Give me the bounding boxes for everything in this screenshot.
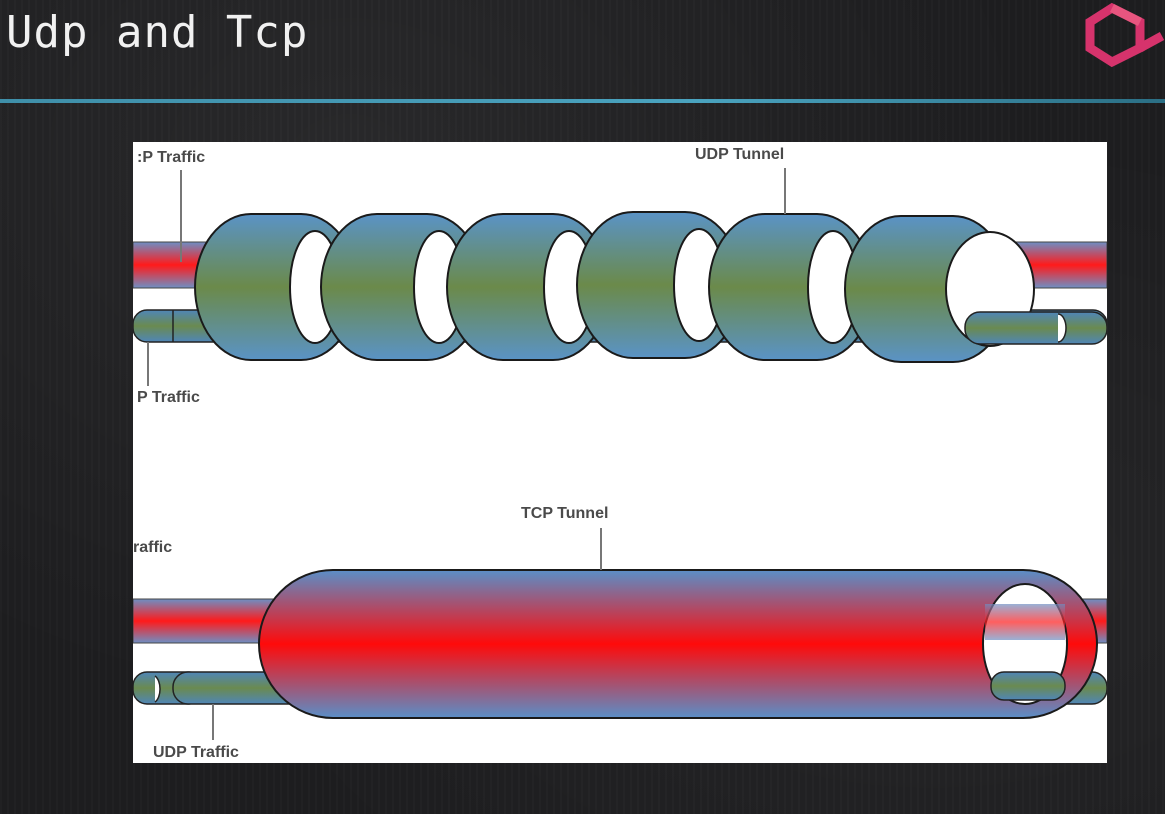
tcp-tunnel-label-group: TCP Tunnel [521, 505, 608, 570]
udp-traffic-label-bottom: UDP Traffic [153, 744, 239, 761]
tcp-traffic-label-group-bottom: raffic [133, 539, 172, 556]
tcp-tunnel-cylinder [258, 569, 1098, 719]
udp-traffic-label-group-bottom: UDP Traffic [153, 704, 239, 761]
brand-logo-icon [1085, 2, 1165, 68]
udp-tunnel-label-group: UDP Tunnel [695, 146, 786, 214]
udp-traffic-label-top: P Traffic [137, 389, 200, 406]
tcp-tunnel-label: TCP Tunnel [521, 505, 608, 522]
tcp-traffic-label-bottom: raffic [133, 539, 172, 556]
slide-title: Udp and Tcp [6, 7, 309, 58]
udp-stream-top-right [964, 311, 1107, 345]
udp-tunnel-rings [194, 211, 1035, 363]
title-divider [0, 99, 1165, 103]
tcp-traffic-label-group-top: :P Traffic [137, 149, 205, 262]
tunnel-diagram: UDP Tunnel :P Traffic P Traffic [133, 142, 1107, 763]
tcp-traffic-label-top: :P Traffic [137, 149, 205, 166]
tcp-tunnel-section: TCP Tunnel raffic UDP Traffic [133, 505, 1107, 761]
udp-tunnel-section: UDP Tunnel :P Traffic P Traffic [133, 146, 1107, 406]
udp-traffic-label-group-top: P Traffic [137, 342, 200, 406]
udp-tunnel-label: UDP Tunnel [695, 146, 784, 163]
